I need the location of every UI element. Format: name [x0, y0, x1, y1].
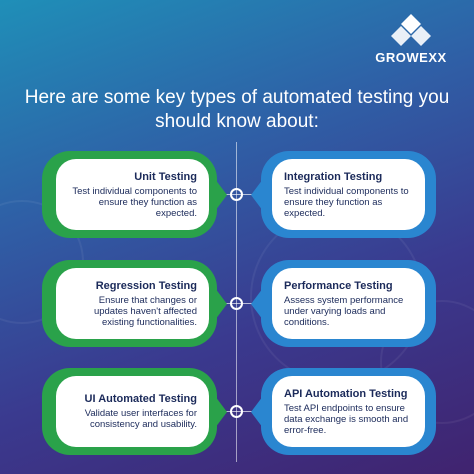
- card-title: UI Automated Testing: [84, 393, 197, 405]
- brand-logo: GROWEXX: [366, 14, 456, 65]
- card-description: Test API endpoints to ensure data exchan…: [284, 402, 409, 436]
- timeline-node: [230, 405, 243, 418]
- card-title: Performance Testing: [284, 279, 393, 292]
- card-performance-testing: Performance Testing Assess system perfor…: [272, 268, 425, 339]
- card-description: Assess system performance under varying …: [284, 294, 404, 328]
- timeline-node: [230, 297, 243, 310]
- card-title: Regression Testing: [95, 279, 197, 292]
- card-description: Test individual components to ensure the…: [284, 185, 409, 219]
- card-description: Test individual components to ensure the…: [72, 185, 197, 219]
- card-title: API Automation Testing: [284, 387, 408, 400]
- growexx-triangles-icon: [391, 14, 431, 46]
- card-regression-testing: Regression Testing Ensure that changes o…: [56, 268, 209, 339]
- timeline-node: [230, 188, 243, 201]
- card-ui-automated-testing: UI Automated Testing Validate user inter…: [56, 376, 209, 447]
- headline: Here are some key types of automated tes…: [24, 87, 450, 132]
- card-api-automation-testing: API Automation Testing Test API endpoint…: [272, 376, 425, 447]
- card-description: Ensure that changes or updates haven't a…: [93, 294, 197, 328]
- card-title: Integration Testing: [284, 170, 383, 183]
- card-title: Unit Testing: [134, 170, 197, 183]
- brand-name: GROWEXX: [375, 50, 447, 65]
- card-description: Validate user interfaces for consistency…: [84, 408, 197, 430]
- card-integration-testing: Integration Testing Test individual comp…: [272, 159, 425, 230]
- card-unit-testing: Unit Testing Test individual components …: [56, 159, 209, 230]
